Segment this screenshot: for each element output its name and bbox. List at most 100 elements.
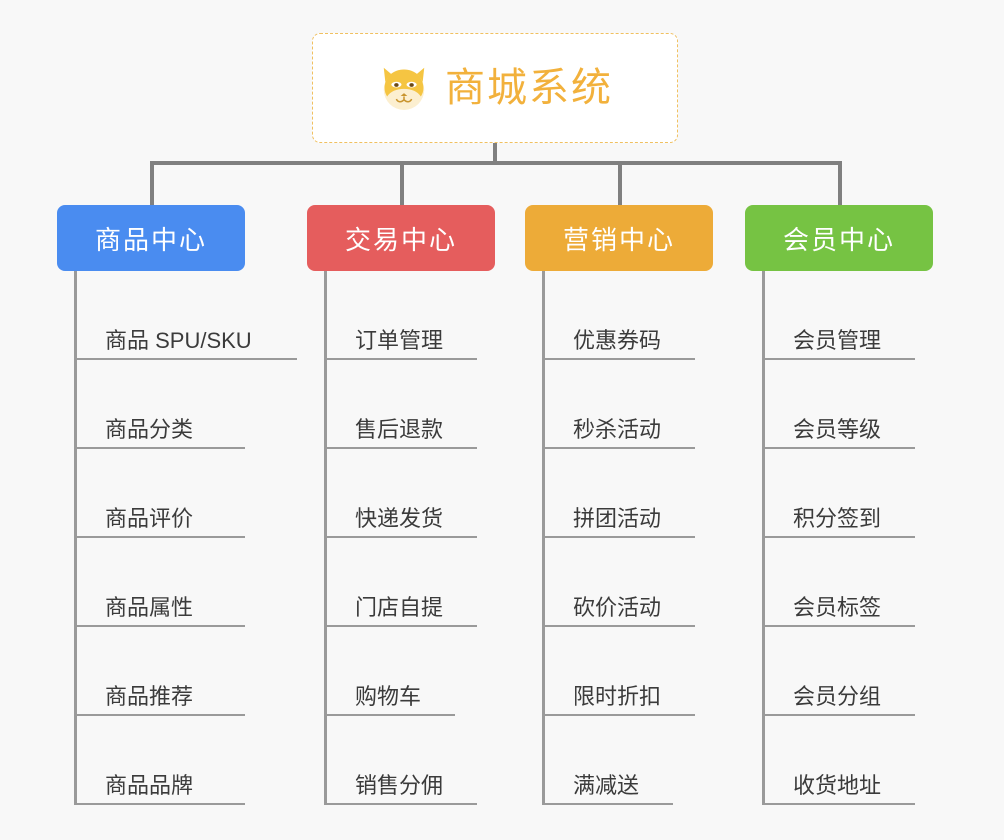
leaf-underline — [325, 536, 477, 538]
leaf-label: 秒杀活动 — [573, 417, 662, 442]
connector-spine — [762, 271, 765, 805]
leaf-list: 会员管理会员等级积分签到会员标签会员分组收货地址 — [745, 271, 933, 805]
connector-spine — [324, 271, 327, 805]
leaf-item[interactable]: 会员标签 — [763, 538, 933, 627]
category-header-1[interactable]: 商品中心 — [57, 205, 245, 271]
leaf-label: 购物车 — [355, 684, 422, 709]
connector-bus — [150, 161, 842, 165]
leaf-item[interactable]: 商品 SPU/SKU — [75, 271, 297, 360]
leaf-label: 积分签到 — [793, 506, 882, 531]
category-column: 商品中心商品 SPU/SKU 商品分类商品评价商品属性商品推荐商品品牌 — [57, 205, 297, 805]
leaf-underline — [543, 536, 695, 538]
leaf-label: 商品属性 — [105, 595, 194, 620]
leaf-label: 会员分组 — [793, 684, 882, 709]
leaf-underline — [763, 358, 915, 360]
leaf-underline — [325, 625, 477, 627]
connector-drop-2 — [400, 161, 404, 205]
category-column: 会员中心会员管理会员等级积分签到会员标签会员分组收货地址 — [745, 205, 933, 805]
leaf-underline — [75, 358, 297, 360]
category-column: 交易中心订单管理售后退款快递发货门店自提购物车销售分佣 — [307, 205, 495, 805]
leaf-item[interactable]: 优惠券码 — [543, 271, 713, 360]
leaf-underline — [543, 714, 695, 716]
leaf-item[interactable]: 拼团活动 — [543, 449, 713, 538]
leaf-item[interactable]: 秒杀活动 — [543, 360, 713, 449]
leaf-underline — [75, 447, 245, 449]
leaf-label: 售后退款 — [355, 417, 444, 442]
leaf-underline — [543, 447, 695, 449]
leaf-label: 拼团活动 — [573, 506, 662, 531]
leaf-label: 砍价活动 — [573, 595, 662, 620]
connector-drop-3 — [618, 161, 622, 205]
leaf-list: 优惠券码秒杀活动拼团活动砍价活动限时折扣满减送 — [525, 271, 713, 805]
leaf-underline — [75, 714, 245, 716]
leaf-underline — [543, 625, 695, 627]
leaf-label: 优惠券码 — [573, 328, 662, 353]
leaf-item[interactable]: 会员分组 — [763, 627, 933, 716]
connector-root-stem — [493, 143, 497, 165]
leaf-label: 会员管理 — [793, 328, 882, 353]
category-column: 营销中心优惠券码秒杀活动拼团活动砍价活动限时折扣满减送 — [525, 205, 713, 805]
connector-drop-4 — [838, 161, 842, 205]
category-label: 商品中心 — [94, 224, 207, 255]
leaf-label: 限时折扣 — [573, 684, 662, 709]
leaf-item[interactable]: 积分签到 — [763, 449, 933, 538]
leaf-label: 快递发货 — [355, 506, 444, 531]
leaf-item[interactable]: 门店自提 — [325, 538, 495, 627]
connector-spine — [74, 271, 77, 805]
leaf-underline — [763, 714, 915, 716]
connector-spine — [542, 271, 545, 805]
leaf-label: 满减送 — [573, 773, 640, 798]
leaf-label: 会员标签 — [793, 595, 882, 620]
leaf-item[interactable]: 商品推荐 — [75, 627, 245, 716]
leaf-label: 会员等级 — [793, 417, 882, 442]
leaf-underline — [75, 625, 245, 627]
leaf-item[interactable]: 订单管理 — [325, 271, 495, 360]
category-header-2[interactable]: 交易中心 — [307, 205, 495, 271]
leaf-item[interactable]: 会员等级 — [763, 360, 933, 449]
leaf-underline — [325, 447, 477, 449]
category-label: 会员中心 — [782, 224, 895, 255]
leaf-label: 商品品牌 — [105, 773, 194, 798]
leaf-item[interactable]: 商品分类 — [75, 360, 245, 449]
category-header-4[interactable]: 会员中心 — [745, 205, 933, 271]
leaf-underline — [763, 625, 915, 627]
leaf-label: 订单管理 — [355, 328, 444, 353]
leaf-underline — [543, 803, 673, 805]
leaf-underline — [75, 536, 245, 538]
leaf-item[interactable]: 销售分佣 — [325, 716, 495, 805]
leaf-item[interactable]: 收货地址 — [763, 716, 933, 805]
leaf-item[interactable]: 商品属性 — [75, 538, 245, 627]
leaf-item[interactable]: 砍价活动 — [543, 538, 713, 627]
leaf-underline — [543, 358, 695, 360]
leaf-item[interactable]: 会员管理 — [763, 271, 933, 360]
category-label: 营销中心 — [562, 224, 675, 255]
leaf-label: 销售分佣 — [355, 773, 444, 798]
leaf-underline — [325, 714, 455, 716]
leaf-item[interactable]: 快递发货 — [325, 449, 495, 538]
leaf-label: 商品 SPU/SKU — [105, 328, 252, 353]
leaf-item[interactable]: 购物车 — [325, 627, 495, 716]
leaf-label: 商品分类 — [105, 417, 194, 442]
shiba-dog-face-icon — [383, 67, 425, 110]
leaf-underline — [325, 358, 477, 360]
leaf-label: 门店自提 — [355, 595, 444, 620]
leaf-item[interactable]: 满减送 — [543, 716, 713, 805]
leaf-label: 商品推荐 — [105, 684, 194, 709]
leaf-label: 收货地址 — [793, 773, 882, 798]
leaf-list: 订单管理售后退款快递发货门店自提购物车销售分佣 — [307, 271, 495, 805]
leaf-item[interactable]: 限时折扣 — [543, 627, 713, 716]
category-label: 交易中心 — [344, 224, 457, 255]
leaf-item[interactable]: 售后退款 — [325, 360, 495, 449]
leaf-item[interactable]: 商品评价 — [75, 449, 245, 538]
leaf-list: 商品 SPU/SKU 商品分类商品评价商品属性商品推荐商品品牌 — [57, 271, 297, 805]
root-node[interactable]: 商城系统 — [312, 33, 678, 143]
leaf-underline — [763, 803, 915, 805]
root-title: 商城系统 — [445, 66, 613, 110]
connector-drop-1 — [150, 161, 154, 205]
leaf-underline — [763, 447, 915, 449]
leaf-item[interactable]: 商品品牌 — [75, 716, 245, 805]
leaf-underline — [75, 803, 245, 805]
category-header-3[interactable]: 营销中心 — [525, 205, 713, 271]
leaf-underline — [763, 536, 915, 538]
